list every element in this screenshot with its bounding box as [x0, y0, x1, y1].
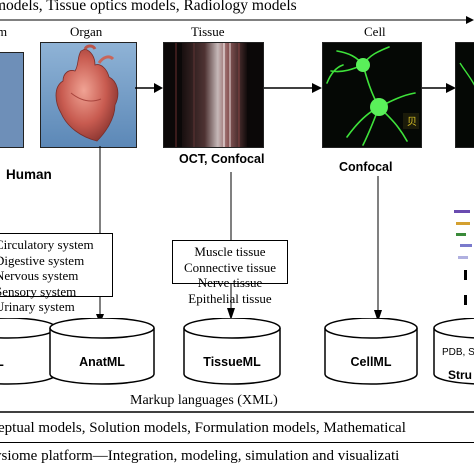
- structure-list-fragment: [454, 200, 474, 340]
- structure-image-panel: [455, 42, 474, 148]
- db-label-cellml: CellML: [350, 355, 392, 369]
- row-divider: [0, 442, 474, 443]
- organ-image-panel: [40, 42, 137, 148]
- organ-systems-box: Circulatory system Digestive system Nerv…: [0, 233, 113, 314]
- top-arrow: [0, 16, 474, 24]
- oct-tissue-image: [164, 43, 263, 147]
- conceptual-models-row: eptual models, Solution models, Formulat…: [0, 420, 406, 436]
- cell-overlay-glyph: 贝: [407, 116, 417, 128]
- organ-system-item: Circulatory system: [0, 237, 94, 252]
- arrow-tissue-to-cell: [264, 83, 322, 93]
- human-label: Human: [6, 167, 52, 182]
- scale-label-organ: Organ: [70, 24, 103, 39]
- tissue-type-item: Muscle tissue: [194, 244, 266, 259]
- tissue-type-item: Nerve tissue: [197, 275, 263, 290]
- database-cylinders: [0, 318, 474, 385]
- db-label-pdb: PDB, S: [442, 347, 474, 358]
- organ-system-item: Digestive system: [0, 252, 85, 268]
- db-label-tissueml: TissueML: [203, 355, 261, 369]
- cell-image-panel: 贝: [322, 42, 422, 148]
- db-label-left: L: [0, 355, 55, 369]
- human-image-panel: [0, 52, 24, 148]
- scale-label-human: m: [0, 24, 8, 39]
- neuron-confocal-image: 贝: [326, 46, 419, 146]
- tissue-image-panel: [163, 42, 264, 148]
- organ-system-item: Urinary system: [0, 299, 75, 314]
- organ-system-item: Sensory system: [0, 283, 77, 299]
- heart-illustration: [55, 44, 119, 142]
- scale-label-cell: Cell: [364, 24, 386, 39]
- db-label-structure: Stru: [448, 368, 472, 382]
- arrow-organ-to-tissue: [135, 83, 163, 93]
- tissue-type-item: Epithelial tissue: [188, 290, 272, 306]
- markup-languages-label: Markup languages (XML): [130, 393, 278, 408]
- arrow-cell-to-structure: [422, 83, 456, 93]
- tissue-types-box: Muscle tissue Connective tissue Nerve ti…: [172, 240, 288, 306]
- organ-system-item: Nervous system: [0, 268, 79, 283]
- cell-method-label: Confocal: [339, 160, 393, 174]
- top-banner-text: models, Tissue optics models, Radiology …: [0, 0, 297, 14]
- db-label-anatml: AnatML: [79, 355, 125, 369]
- tissue-method-label: OCT, Confocal: [179, 152, 265, 166]
- scale-label-tissue: Tissue: [191, 24, 225, 39]
- tissue-type-item: Connective tissue: [183, 259, 277, 275]
- physiome-platform-row: ysiome platform—Integration, modeling, s…: [0, 448, 400, 464]
- connector-lines: [96, 146, 382, 324]
